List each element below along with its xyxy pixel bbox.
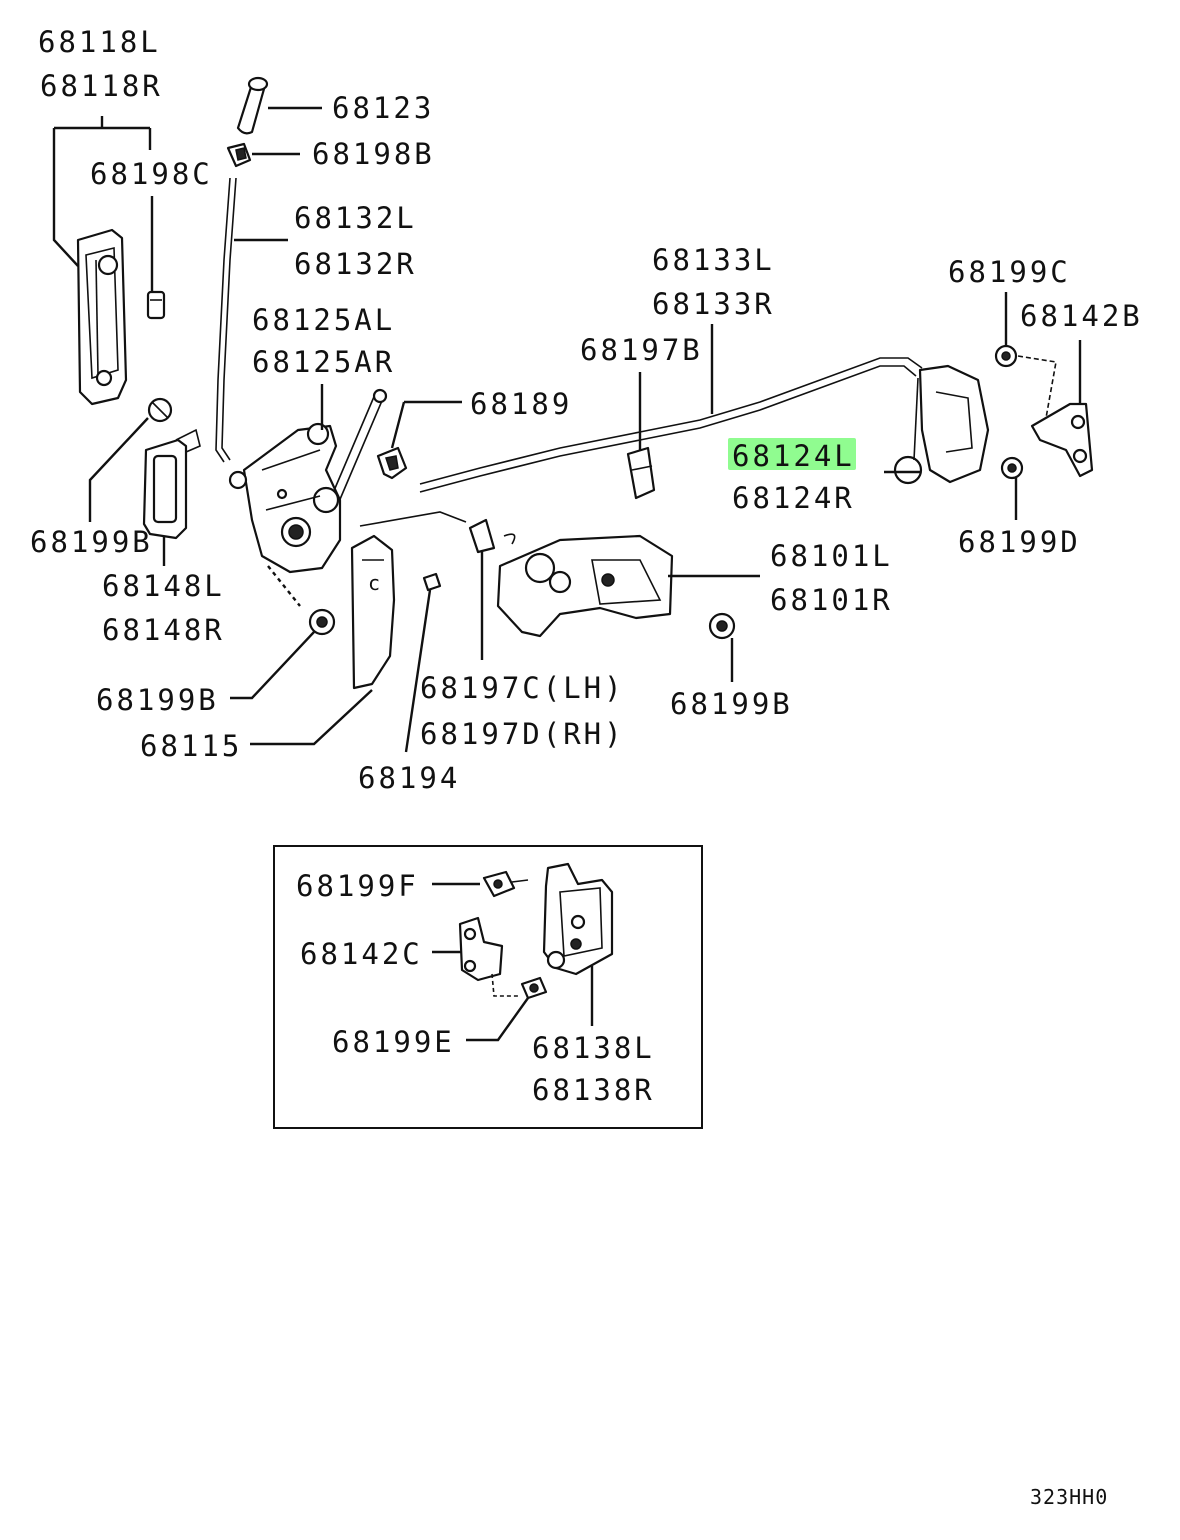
rod-68133-drawing bbox=[359, 357, 923, 527]
inside-handle-drawing bbox=[228, 422, 342, 574]
label-68138R[interactable]: 68138R bbox=[532, 1073, 655, 1107]
label-68132R[interactable]: 68132R bbox=[294, 247, 417, 281]
outside-handle-drawing bbox=[76, 228, 128, 406]
label-68123[interactable]: 68123 bbox=[332, 91, 434, 125]
label-68124R[interactable]: 68124R bbox=[732, 481, 855, 515]
label-68115[interactable]: 68115 bbox=[140, 729, 242, 763]
label-68125AR[interactable]: 68125AR bbox=[252, 345, 395, 379]
label-68101R[interactable]: 68101R bbox=[770, 583, 893, 617]
label-68138L[interactable]: 68138L bbox=[532, 1031, 655, 1065]
label-68199B-mid[interactable]: 68199B bbox=[96, 683, 219, 717]
label-68197B[interactable]: 68197B bbox=[580, 333, 703, 367]
screw-68199D-drawing bbox=[1000, 456, 1024, 480]
diagram-code: 323HH0 bbox=[1030, 1485, 1108, 1509]
label-68133R[interactable]: 68133R bbox=[652, 287, 775, 321]
label-68124L[interactable]: 68124L bbox=[732, 439, 855, 473]
cover-68115-drawing: c bbox=[350, 534, 396, 690]
label-68101L[interactable]: 68101L bbox=[770, 539, 893, 573]
inset-box bbox=[273, 845, 703, 1129]
label-68118L[interactable]: 68118L bbox=[38, 25, 161, 59]
lock-knob-drawing bbox=[236, 76, 269, 135]
label-68197C[interactable]: 68197C(LH) bbox=[420, 671, 625, 705]
hinge-68138-drawing bbox=[542, 862, 614, 976]
label-68199C[interactable]: 68199C bbox=[948, 255, 1071, 289]
striker-68142C-drawing bbox=[458, 916, 518, 997]
screw-68199F-drawing bbox=[482, 870, 529, 898]
label-68132L[interactable]: 68132L bbox=[294, 201, 417, 235]
label-68199F[interactable]: 68199F bbox=[296, 869, 419, 903]
label-68199B-left[interactable]: 68199B bbox=[30, 525, 153, 559]
label-68142C[interactable]: 68142C bbox=[300, 937, 423, 971]
label-68148L[interactable]: 68148L bbox=[102, 569, 225, 603]
lock-rod-drawing bbox=[215, 177, 237, 463]
label-68118R[interactable]: 68118R bbox=[40, 69, 163, 103]
label-68142B[interactable]: 68142B bbox=[1020, 299, 1143, 333]
label-68194[interactable]: 68194 bbox=[358, 761, 460, 795]
screw-68199B-a-drawing bbox=[147, 397, 173, 423]
grommet-68198C-drawing bbox=[146, 290, 166, 320]
bezel-68148-drawing bbox=[142, 428, 201, 540]
screw-68199B-b-drawing bbox=[308, 608, 336, 636]
clip-68197C-drawing bbox=[468, 518, 496, 554]
rear-latch-68124-drawing bbox=[893, 364, 990, 485]
screw-68199C-drawing bbox=[994, 344, 1057, 419]
label-68198B[interactable]: 68198B bbox=[312, 137, 435, 171]
cover-mark-c: c bbox=[368, 571, 381, 595]
pin-68194-drawing bbox=[422, 572, 442, 592]
highlight-68124L bbox=[728, 438, 856, 470]
leader-lines bbox=[52, 106, 1082, 1042]
striker-68142B-drawing bbox=[1030, 402, 1094, 478]
clip-68197B-drawing bbox=[626, 446, 656, 500]
front-latch-68101-drawing bbox=[496, 533, 674, 638]
clip-68189-drawing bbox=[376, 446, 408, 480]
label-68199E[interactable]: 68199E bbox=[332, 1025, 455, 1059]
release-rod-drawing bbox=[329, 388, 388, 505]
label-68148R[interactable]: 68148R bbox=[102, 613, 225, 647]
grommet-68198B-drawing bbox=[226, 142, 252, 168]
screw-68199E-drawing bbox=[520, 976, 548, 1000]
label-68198C[interactable]: 68198C bbox=[90, 157, 213, 191]
label-68125AL[interactable]: 68125AL bbox=[252, 303, 395, 337]
label-68199D[interactable]: 68199D bbox=[958, 525, 1081, 559]
label-68189[interactable]: 68189 bbox=[470, 387, 572, 421]
label-68197D[interactable]: 68197D(RH) bbox=[420, 717, 625, 751]
label-68199B-right[interactable]: 68199B bbox=[670, 687, 793, 721]
screw-68199B-c-drawing bbox=[708, 612, 736, 640]
label-68133L[interactable]: 68133L bbox=[652, 243, 775, 277]
